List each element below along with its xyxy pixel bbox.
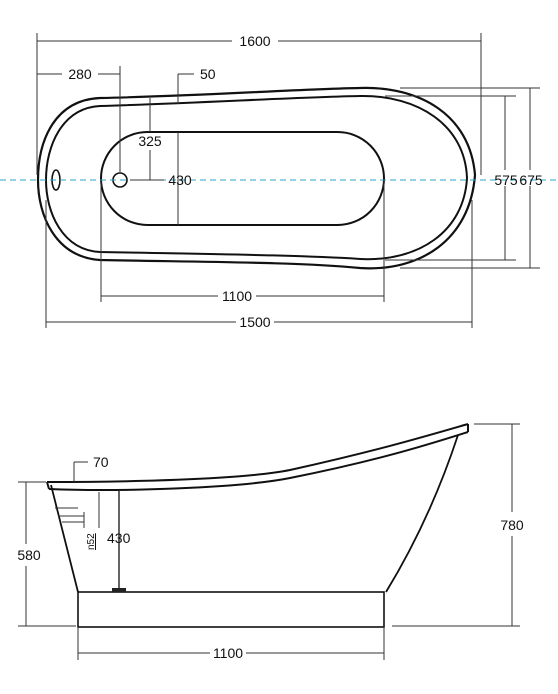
dim-780 (392, 423, 520, 627)
dim-580 (18, 481, 76, 627)
side-shell (50, 434, 459, 593)
label-1500: 1500 (239, 314, 270, 330)
label-575: 575 (494, 172, 518, 188)
label-325: 325 (138, 133, 162, 149)
label-430-side: 430 (107, 530, 131, 546)
label-50: 50 (200, 66, 216, 82)
label-1100-top: 1100 (222, 288, 252, 304)
dim-1600 (36, 33, 482, 175)
dim-1100-side (77, 628, 385, 660)
label-430-top: 430 (168, 172, 192, 188)
dim-675 (400, 87, 540, 269)
dim-280 (37, 66, 121, 172)
label-280: 280 (68, 66, 92, 82)
side-rim-inner (48, 431, 469, 491)
label-n52: n52 (86, 533, 97, 550)
dim-70 (73, 461, 88, 482)
dim-1100-top (100, 180, 385, 302)
dim-1500 (45, 200, 473, 328)
label-1600: 1600 (239, 33, 270, 49)
side-rim-end-left (46, 481, 50, 490)
side-rim-top (46, 423, 469, 483)
top-outer-outline (36, 86, 477, 270)
top-view: 1600 280 50 325 430 (0, 33, 558, 330)
side-base (77, 591, 385, 628)
dim-50 (177, 73, 194, 104)
top-basin (100, 131, 385, 226)
top-inner-outline (44, 94, 469, 261)
waste-fitting (112, 588, 126, 592)
overflow-marks (55, 492, 100, 528)
label-780: 780 (500, 517, 524, 533)
dim-575 (385, 95, 516, 261)
label-70: 70 (93, 454, 109, 470)
side-view: 70 n52 430 580 780 1100 (17, 423, 524, 661)
label-675: 675 (519, 172, 543, 188)
label-580: 580 (17, 547, 41, 563)
dim-430-top (130, 132, 179, 225)
label-1100-side: 1100 (213, 645, 243, 661)
